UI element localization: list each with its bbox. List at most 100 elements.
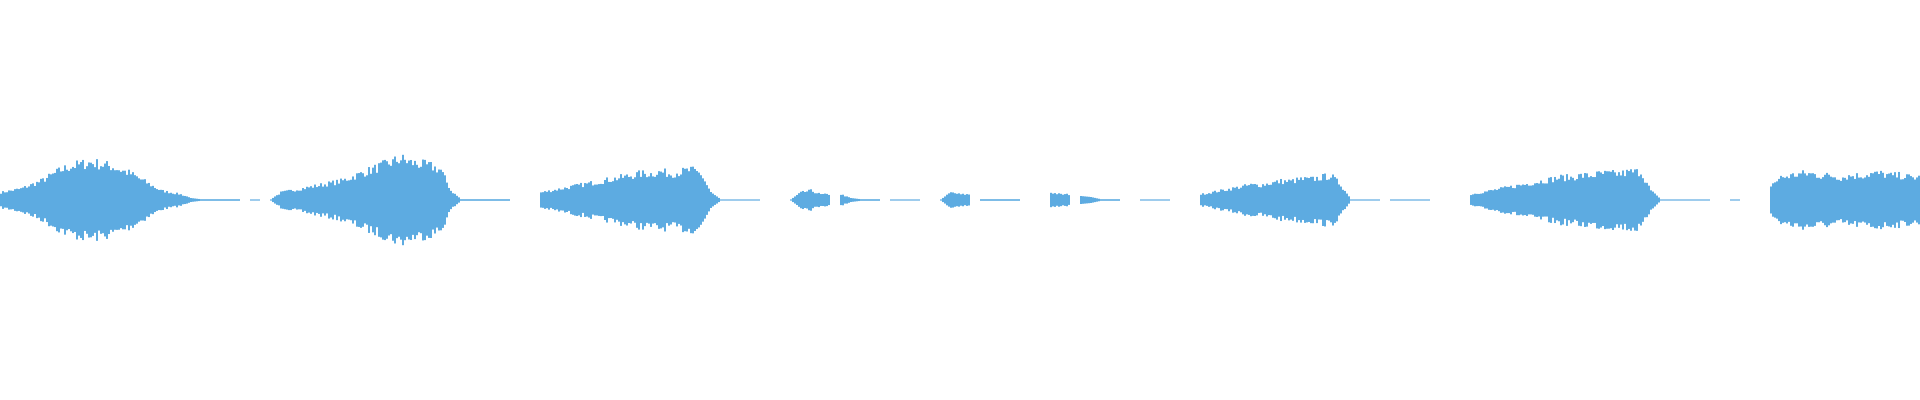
- waveform-bar: [80, 162, 82, 238]
- waveform-bar: [992, 199, 994, 201]
- waveform-bar: [284, 190, 286, 210]
- waveform-bar: [1574, 180, 1576, 220]
- waveform-bar: [288, 189, 290, 211]
- waveform-bar: [1676, 199, 1678, 201]
- waveform-bar: [828, 194, 830, 206]
- waveform-bar: [1486, 191, 1488, 209]
- waveform-bar: [1548, 177, 1550, 223]
- waveform-bar: [1526, 184, 1528, 216]
- waveform-bar: [1582, 177, 1584, 223]
- waveform-bar: [1628, 171, 1630, 229]
- waveform-bar: [1540, 180, 1542, 220]
- waveform-bar: [118, 170, 120, 230]
- waveform-bar: [1738, 199, 1740, 201]
- waveform-bar: [1092, 197, 1094, 203]
- waveform-bar: [70, 168, 72, 232]
- waveform-bar: [128, 169, 130, 231]
- waveform-bar: [1864, 177, 1866, 223]
- waveform-bar: [1220, 189, 1222, 211]
- waveform-bar: [1698, 199, 1700, 201]
- waveform-bar: [1398, 199, 1400, 201]
- waveform-bar: [1260, 187, 1262, 213]
- waveform-bar: [414, 160, 416, 240]
- waveform-bar: [1542, 183, 1544, 217]
- waveform-bar: [330, 182, 332, 218]
- waveform-bar: [500, 199, 502, 201]
- waveform-bar: [470, 199, 472, 201]
- waveform-bar: [1266, 183, 1268, 217]
- waveform-bar: [570, 185, 572, 215]
- waveform-bar: [656, 174, 658, 226]
- waveform-bar: [1572, 177, 1574, 223]
- waveform-bar: [1250, 183, 1252, 217]
- waveform-bar: [398, 163, 400, 237]
- waveform-bar: [672, 177, 674, 223]
- waveform-bar: [310, 186, 312, 214]
- waveform-bar: [584, 183, 586, 217]
- waveform-bar: [444, 175, 446, 225]
- waveform-bar: [1118, 199, 1120, 201]
- waveform-bar: [952, 192, 954, 208]
- waveform-bar: [1218, 191, 1220, 209]
- waveform-bar: [908, 199, 910, 201]
- waveform-bar: [944, 196, 946, 204]
- waveform-bar: [1606, 171, 1608, 229]
- waveform-bar: [598, 184, 600, 216]
- waveform-bar: [1632, 172, 1634, 228]
- waveform-bar: [474, 199, 476, 201]
- waveform-bar: [1556, 179, 1558, 221]
- waveform-bar: [1618, 172, 1620, 228]
- waveform-bar: [718, 197, 720, 203]
- waveform-bar: [490, 199, 492, 201]
- waveform-bar: [1890, 172, 1892, 228]
- waveform-bar: [1258, 187, 1260, 213]
- waveform-bar: [1870, 173, 1872, 227]
- waveform-bar: [1510, 185, 1512, 215]
- waveform-bar: [552, 190, 554, 210]
- waveform-bar: [1630, 169, 1632, 231]
- waveform-bar: [342, 180, 344, 220]
- waveform-bar: [1622, 170, 1624, 230]
- waveform-bar: [964, 194, 966, 206]
- waveform-bar: [804, 191, 806, 209]
- waveform-bar: [492, 199, 494, 201]
- waveform-bar: [1378, 199, 1380, 201]
- waveform-bar: [794, 196, 796, 204]
- waveform-bar: [426, 164, 428, 236]
- waveform-bar: [994, 199, 996, 201]
- waveform-bar: [1362, 199, 1364, 201]
- waveform-bar: [1270, 184, 1272, 216]
- waveform-bar: [1706, 199, 1708, 201]
- waveform-bar: [1116, 199, 1118, 201]
- waveform-bar: [1252, 184, 1254, 216]
- waveform-bar: [1498, 188, 1500, 212]
- waveform-bar: [628, 176, 630, 224]
- waveform-bar: [950, 192, 952, 208]
- waveform-bar: [1228, 188, 1230, 212]
- waveform-bar: [320, 183, 322, 217]
- waveform-bar: [1052, 193, 1054, 207]
- waveform-bar: [806, 191, 808, 209]
- waveform-bar: [420, 166, 422, 234]
- waveform-bar: [10, 190, 12, 210]
- waveform-bar: [676, 173, 678, 227]
- waveform-bar: [600, 183, 602, 217]
- waveform-bar: [1418, 199, 1420, 201]
- waveform-bar: [96, 159, 98, 241]
- waveform-bar: [1684, 199, 1686, 201]
- waveform-bar: [324, 184, 326, 216]
- waveform-bar: [666, 176, 668, 224]
- waveform-bar: [1256, 184, 1258, 216]
- waveform-bar: [560, 189, 562, 211]
- waveform-bar: [374, 164, 376, 236]
- waveform-bar: [56, 168, 58, 232]
- waveform-bar: [18, 189, 20, 211]
- waveform-bar: [76, 160, 78, 240]
- waveform-bar: [1914, 179, 1916, 221]
- waveform-bar: [812, 191, 814, 209]
- waveform-bar: [272, 197, 274, 203]
- waveform-bar: [1112, 199, 1114, 201]
- waveform-bar: [606, 177, 608, 223]
- waveform-bar: [1590, 176, 1592, 224]
- waveform-bar: [348, 180, 350, 220]
